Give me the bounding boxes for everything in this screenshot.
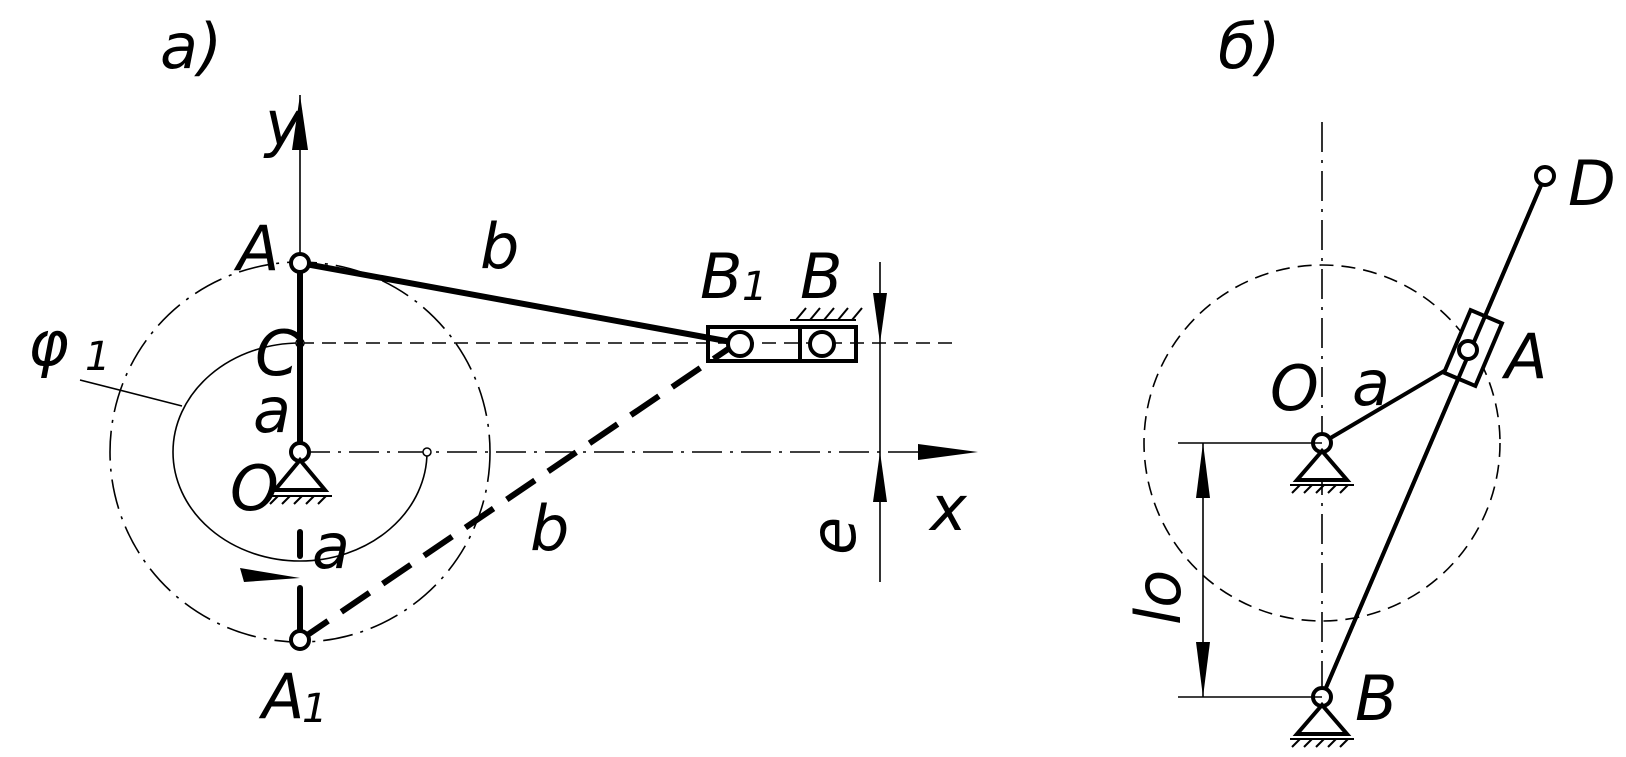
support-b-b-icon: [1292, 701, 1352, 736]
label-o-b: O: [1270, 352, 1319, 425]
label-a-link-b: a: [1352, 347, 1390, 420]
arc-end-marker: [422, 447, 432, 457]
label-a-lower: a: [312, 510, 350, 583]
slider-block: [706, 325, 858, 363]
dim-l0-label: lo: [1122, 570, 1195, 625]
support-o-b-icon: [1292, 447, 1352, 482]
label-a-upper: a: [253, 374, 291, 447]
joint-b: [808, 330, 836, 358]
connecting-rod-ab: [297, 260, 740, 346]
label-b1: B: [700, 240, 743, 313]
label-a1-subscript: 1: [302, 686, 327, 732]
phi-angle-arc: [172, 342, 428, 562]
ground-hatching: [795, 307, 863, 321]
label-a-point-b: A: [1501, 320, 1547, 393]
joint-d-b: [1534, 165, 1556, 187]
support-b-b-hatching: [1291, 738, 1349, 748]
panel-a: а) y x φ 1: [28, 10, 978, 733]
connecting-rod-a1b1: [298, 340, 739, 643]
phi-leader-line: [79, 379, 183, 407]
label-b: B: [800, 240, 843, 313]
label-d-b: D: [1568, 147, 1616, 220]
dim-l0-arrow-top-icon: [1196, 443, 1210, 498]
rotation-arrow-icon: [240, 568, 300, 582]
dim-e-arrow-top-icon: [873, 293, 887, 343]
label-a1: A: [258, 660, 304, 733]
rocker-bd-overlay: [1320, 175, 1547, 698]
x-axis-arrow-icon: [918, 444, 978, 460]
panel-b: б): [1122, 10, 1616, 748]
label-b-upper: b: [480, 210, 519, 283]
joint-a-b: [1457, 339, 1479, 361]
joint-a1: [289, 629, 311, 651]
phi-label: φ: [28, 307, 69, 380]
support-o-icon: [270, 456, 330, 492]
x-axis-label: x: [928, 472, 968, 545]
label-a: A: [233, 212, 279, 285]
panel-b-tag: б): [1218, 10, 1280, 83]
joint-a: [289, 252, 311, 274]
dim-e-arrow-bottom-icon: [873, 452, 887, 502]
support-o-hatching: [269, 495, 327, 505]
panel-a-tag: а): [160, 10, 222, 83]
y-axis-label: y: [263, 87, 303, 160]
crank-circle-b: [1143, 264, 1501, 622]
label-b-lower: b: [530, 492, 569, 565]
phi-subscript: 1: [85, 334, 110, 380]
support-o-b-hatching: [1291, 484, 1349, 494]
label-b-point-b: B: [1355, 662, 1398, 735]
label-o: O: [230, 452, 279, 525]
label-b1-subscript: 1: [742, 264, 767, 310]
dim-l0-arrow-bottom-icon: [1196, 642, 1210, 697]
label-c: C: [255, 317, 299, 390]
dim-e-label: e: [797, 517, 870, 555]
y-axis-arrow-icon: [292, 95, 308, 150]
joint-b1: [726, 330, 754, 358]
